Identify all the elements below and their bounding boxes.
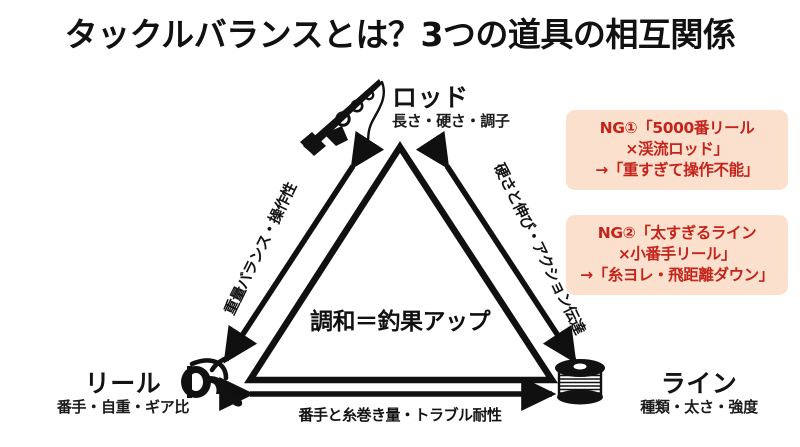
ng-callout-2-line1: NG②「太すぎるライン [597, 224, 757, 242]
vertex-reel-name: リール [84, 369, 162, 398]
ng-callout-1-line2: ×渓流ロッド」 [625, 140, 729, 159]
vertex-label-rod: ロッド 長さ・硬さ・調子 [392, 84, 510, 130]
vertex-label-line: ライン 種類・太さ・強度 [604, 370, 794, 416]
vertex-rod-name: ロッド [392, 83, 469, 112]
vertex-line-attributes: 種類・太さ・強度 [640, 398, 758, 416]
vertex-line-name: ライン [660, 369, 738, 398]
ng-callout-2-line3: →「糸ヨレ・飛距離ダウン」 [580, 266, 774, 285]
center-summary-text: 調和＝釣果アップ [310, 309, 491, 335]
ng-callout-1-line1: NG①「5000番リール [599, 119, 755, 137]
vertex-label-reel: リール 番手・自重・ギア比 [28, 370, 218, 416]
ng-callout-2: NG②「太すぎるライン ×小番手リール」 →「糸ヨレ・飛距離ダウン」 [566, 215, 788, 296]
ng-callout-1: NG①「5000番リール ×渓流ロッド」 →「重すぎて操作不能」 [566, 110, 788, 191]
vertex-reel-attributes: 番手・自重・ギア比 [56, 398, 190, 416]
vertex-rod-attributes: 長さ・硬さ・調子 [392, 112, 510, 130]
fishing-rod-icon [300, 79, 386, 156]
line-spool-icon [555, 359, 605, 405]
ng-callout-1-line3: →「重すぎて操作不能」 [595, 161, 759, 180]
page-title: タックルバランスとは？3つの道具の相互関係 [64, 15, 736, 54]
ng-callout-2-line2: ×小番手リール」 [617, 245, 737, 264]
edge-label-reel-line: 番手と糸巻き量・トラブル耐性 [298, 406, 502, 424]
